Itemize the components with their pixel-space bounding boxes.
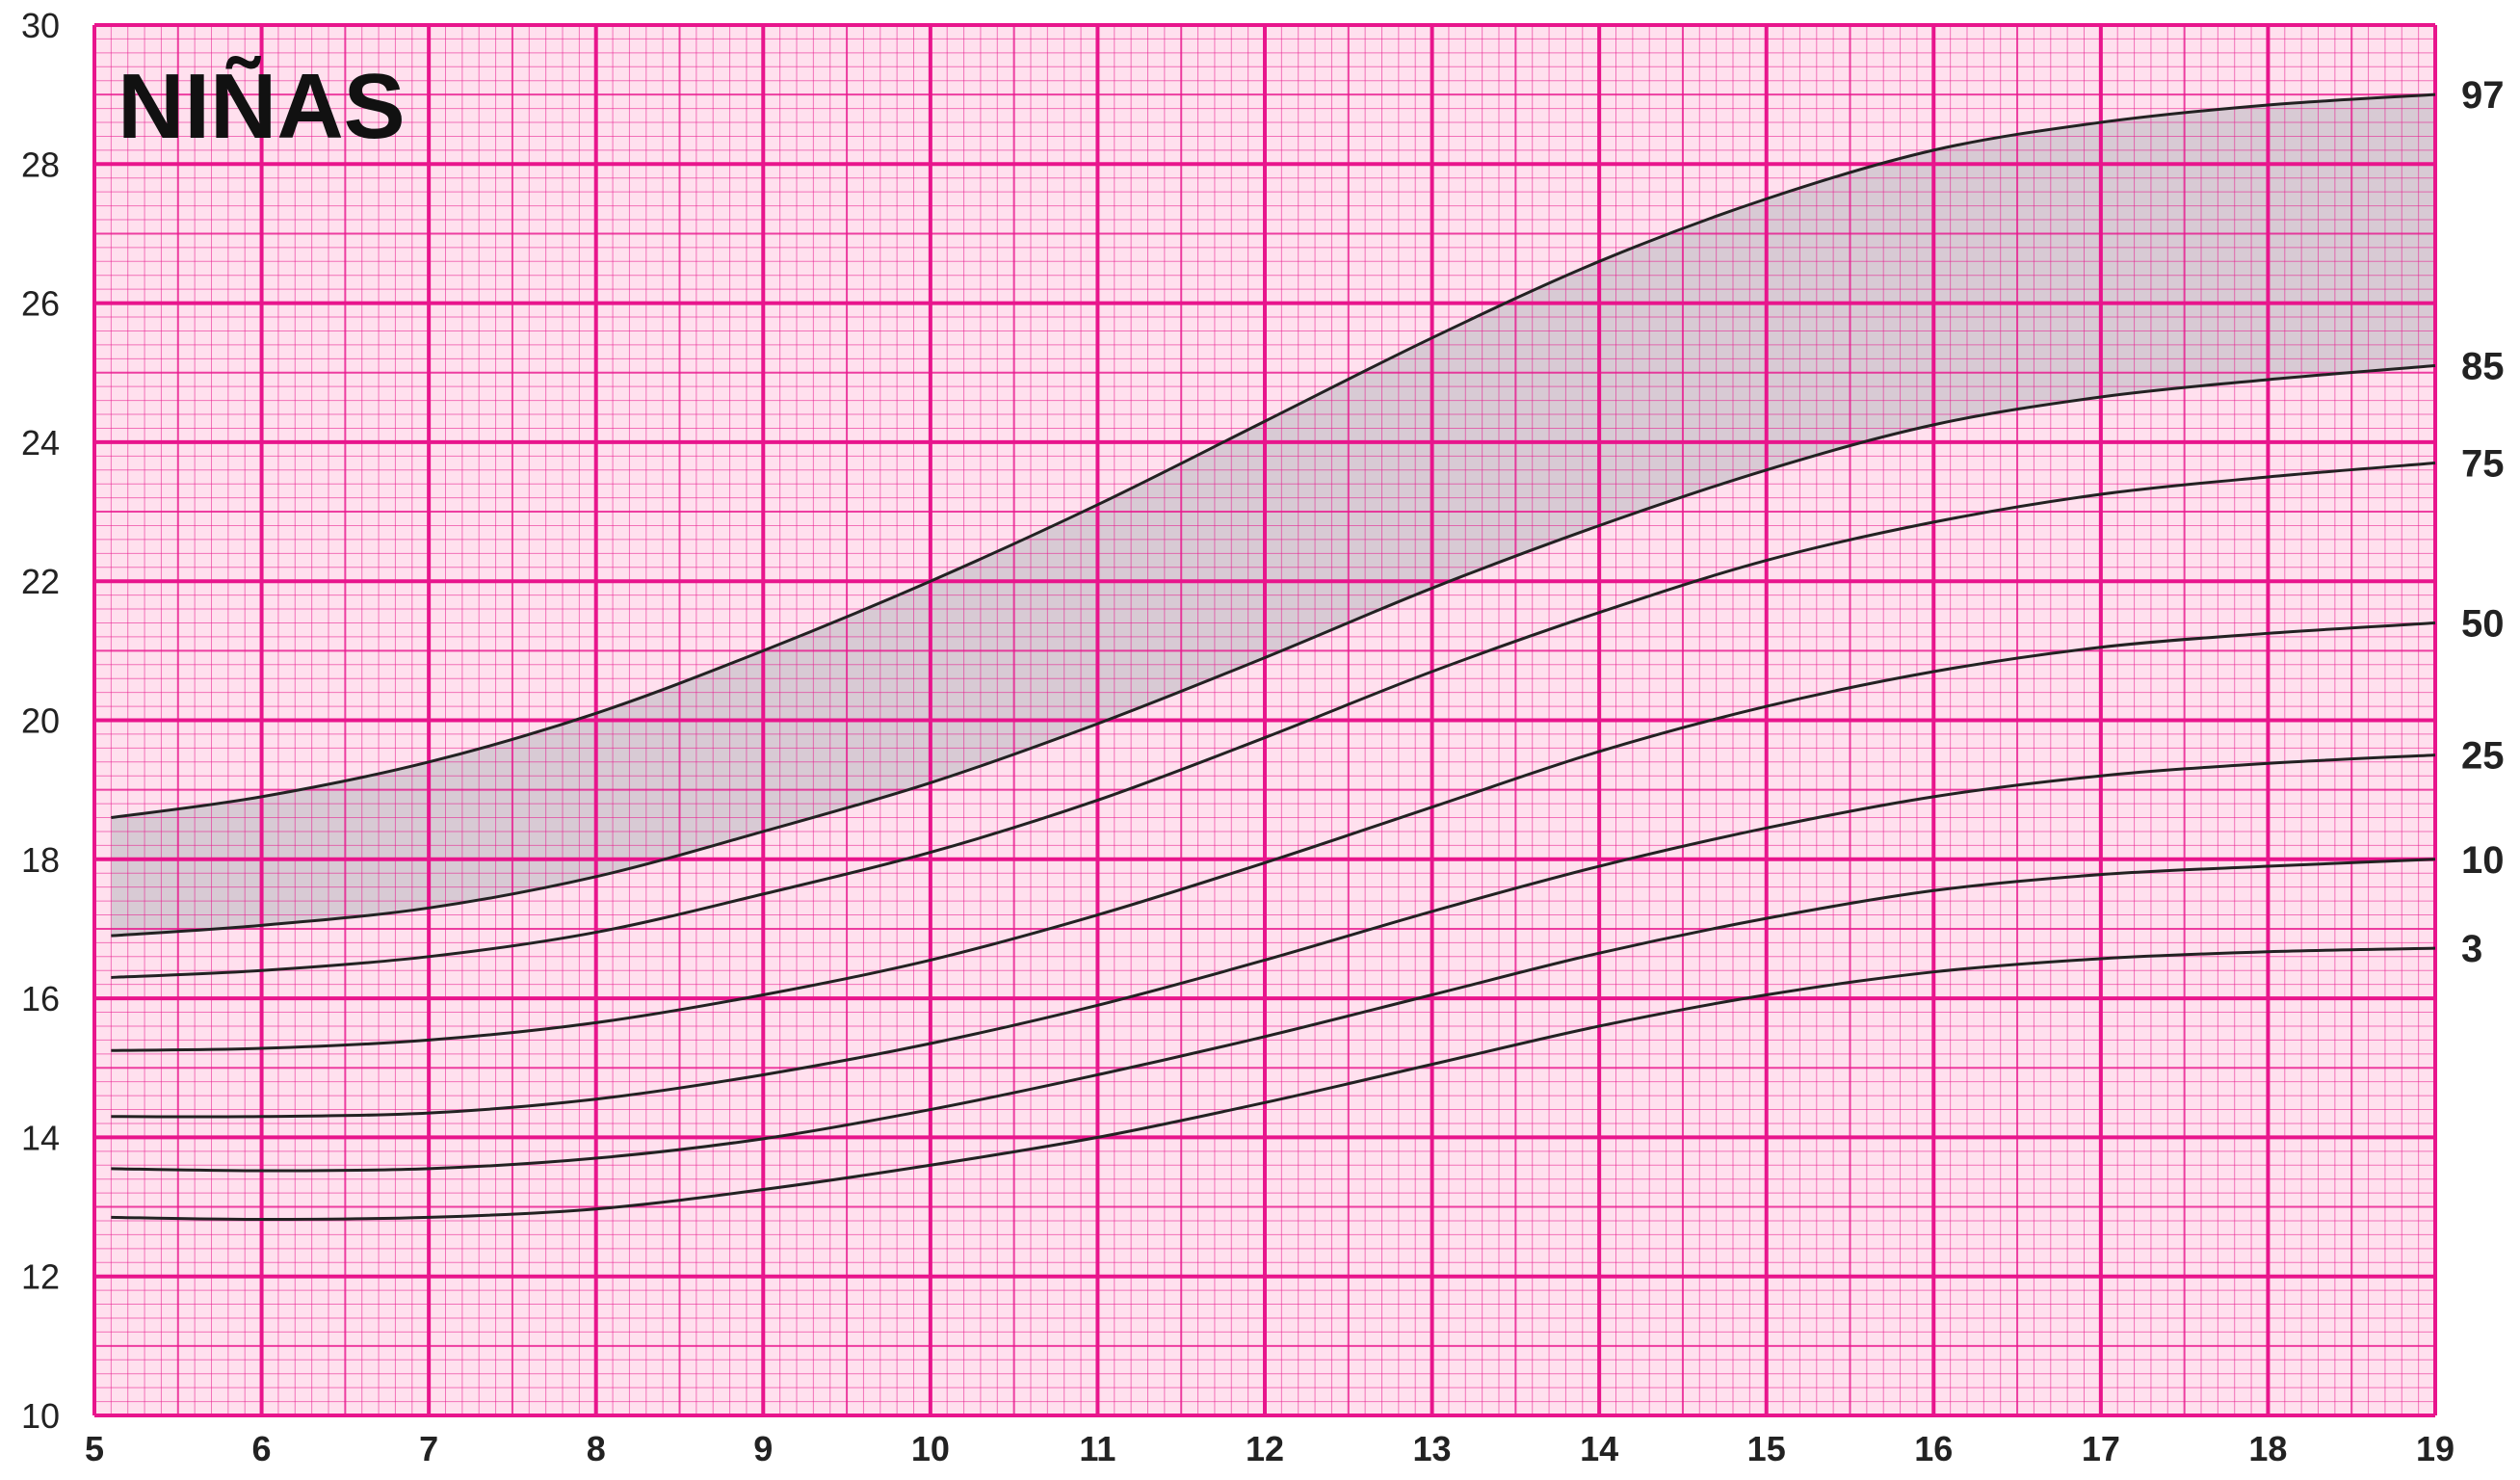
- y-tick-label: 10: [21, 1396, 60, 1436]
- x-tick-label: 14: [1580, 1429, 1618, 1468]
- y-tick-label: 14: [21, 1118, 60, 1157]
- x-tick-label: 11: [1079, 1429, 1116, 1468]
- series-label-p3: 3: [2461, 928, 2482, 970]
- series-line-p3: [111, 946, 2436, 1222]
- series-label-p50: 50: [2461, 602, 2505, 645]
- x-tick-label: 9: [753, 1429, 773, 1468]
- y-tick-label: 28: [21, 145, 60, 184]
- x-tick-label: 19: [2416, 1429, 2454, 1468]
- y-tick-label: 20: [21, 701, 60, 741]
- x-tick-label: 15: [1747, 1429, 1786, 1468]
- series-line-p75: [111, 462, 2436, 979]
- series-label-p97: 97: [2461, 74, 2505, 117]
- major-grid: [92, 23, 2437, 1417]
- series-line-p25: [111, 753, 2436, 1119]
- x-tick-label: 16: [1914, 1429, 1953, 1468]
- series-line-p10: [111, 858, 2436, 1173]
- x-tick-label: 6: [252, 1429, 272, 1468]
- x-tick-label: 12: [1246, 1429, 1284, 1468]
- chart-title: NIÑAS: [118, 54, 406, 158]
- x-tick-label: 13: [1413, 1429, 1452, 1468]
- series-label-p10: 10: [2461, 839, 2505, 882]
- y-tick-label: 18: [21, 840, 60, 880]
- y-tick-label: 12: [21, 1257, 60, 1297]
- x-tick-label: 7: [419, 1429, 438, 1468]
- x-tick-label: 17: [2082, 1429, 2120, 1468]
- series-line-p85: [111, 364, 2436, 938]
- series-label-p85: 85: [2461, 346, 2505, 388]
- y-tick-label: 16: [21, 979, 60, 1018]
- series-line-p50: [111, 621, 2436, 1052]
- series-label-p25: 25: [2461, 735, 2505, 778]
- y-tick-labels: 10 12 14 16 18 20 22 24 26 28 30: [21, 6, 60, 1436]
- series-line-p97: [111, 92, 2436, 819]
- x-tick-label: 10: [911, 1429, 950, 1468]
- percentile-lines: [111, 92, 2436, 1222]
- x-tick-labels: 5 6 7 8 9 10 11 12 13 14 15 16 17 18 19: [85, 1429, 2454, 1468]
- y-tick-label: 22: [21, 562, 60, 601]
- x-tick-label: 5: [85, 1429, 104, 1468]
- y-tick-label: 26: [21, 284, 60, 324]
- x-tick-label: 18: [2248, 1429, 2287, 1468]
- series-labels: 97 85 75 50 25 10 3: [2461, 74, 2505, 970]
- x-tick-label: 8: [587, 1429, 606, 1468]
- y-tick-label: 24: [21, 423, 60, 462]
- series-label-p75: 75: [2461, 443, 2505, 486]
- y-tick-label: 30: [21, 6, 60, 45]
